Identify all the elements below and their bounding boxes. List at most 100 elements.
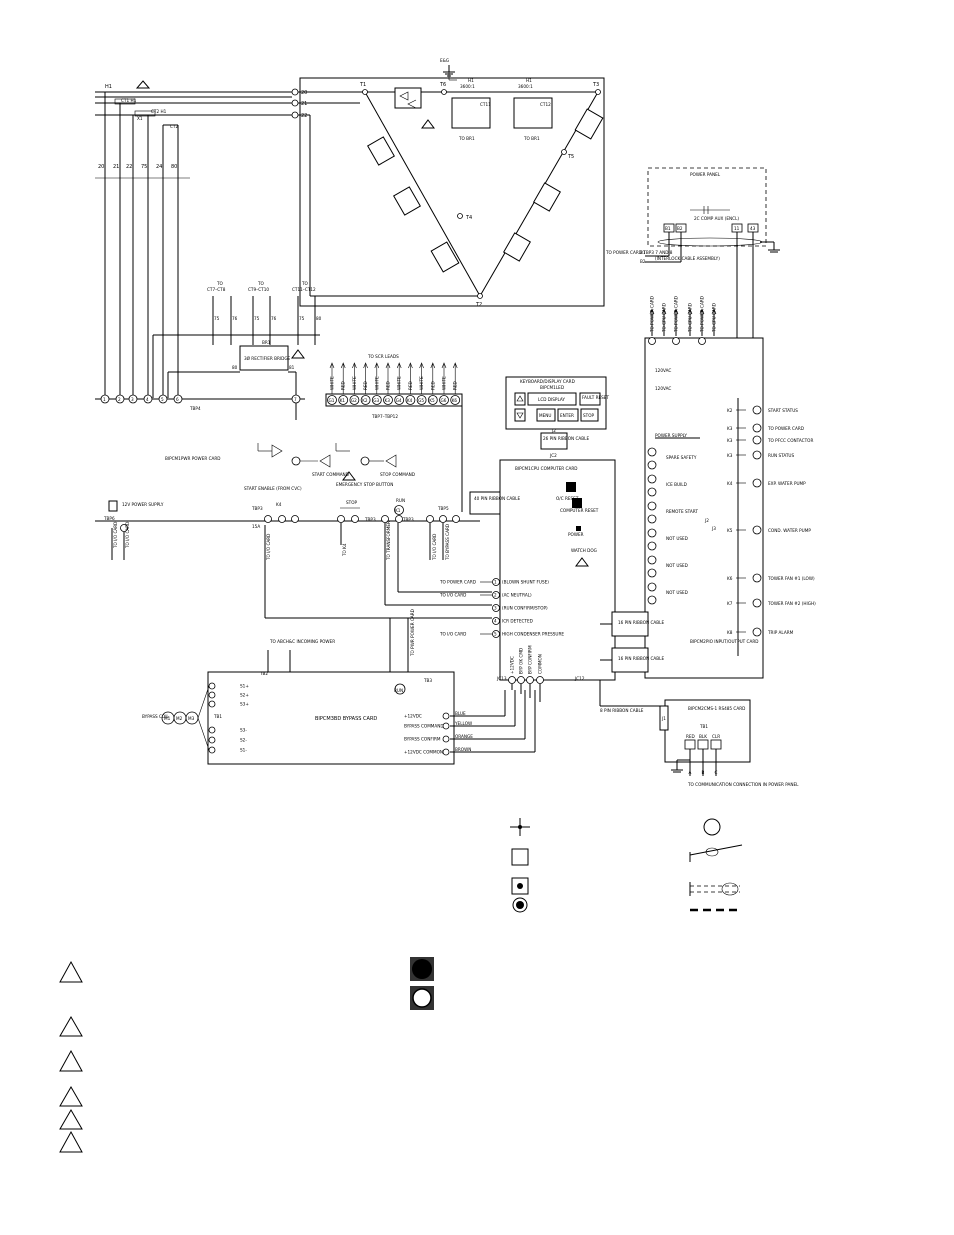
- ct-wire: 76: [232, 316, 238, 321]
- scr-wire-color: WHITE: [374, 376, 379, 390]
- power-panel-title: POWER PANEL: [690, 172, 721, 177]
- tbp4-strip: 1 2 3 4 5 6 7 TBP4: [95, 394, 305, 411]
- cpu-input-number: 5: [494, 632, 497, 637]
- bypass-s-terminal: [208, 691, 216, 699]
- io-top-terminal: [648, 337, 656, 345]
- t6-label: T6: [439, 82, 446, 88]
- io-120vac: 120VAC: [655, 368, 671, 373]
- run-label: RUN: [396, 498, 405, 503]
- cpu-input-terminal: [492, 617, 500, 625]
- start-enable-label: START ENABLE (FROM CVC): [244, 486, 302, 491]
- to-power-label: TO PWR POWER CARD: [410, 609, 415, 657]
- terminal-ring-symbol: [512, 897, 528, 913]
- panel-term: B1: [665, 226, 671, 231]
- rs485-abc-label: B: [702, 770, 705, 775]
- io-relay-label: RUN STATUS: [768, 453, 794, 458]
- fault-reset-label: FAULT RESET: [582, 395, 609, 400]
- wire-number: 20: [98, 164, 104, 170]
- term-15a: 15A: [252, 524, 260, 529]
- io-relay-label: TRIP ALARM: [767, 630, 794, 635]
- scr-terminal-label: K5: [429, 398, 435, 403]
- rs485-abc-label: A: [689, 770, 692, 775]
- wire-number: 80: [171, 164, 177, 170]
- ct-group-label: CT7–CT8: [207, 287, 226, 292]
- ct-wire: 80: [316, 316, 322, 321]
- cable40-label: 40 PIN RIBBON CABLE: [474, 496, 520, 501]
- ct11-label: CT11: [480, 102, 491, 107]
- bypass-motor-label: M1: [164, 716, 171, 721]
- scr-terminal-label: K3: [385, 398, 391, 403]
- rectifier-pos: 81: [289, 365, 295, 370]
- bypass-title: BIPCM3BD BYPASS CARD: [315, 716, 377, 722]
- scr-terminal: [383, 395, 393, 405]
- scr-terminal: [371, 395, 382, 405]
- t1-label: T1: [359, 82, 366, 88]
- tbp3-label: TBP3: [364, 517, 376, 522]
- cpu-bottom-terminal: [536, 676, 544, 684]
- wire-number: 75: [141, 164, 147, 170]
- tbp4-terminal: 5: [161, 397, 164, 402]
- fault-reset-key: [579, 392, 601, 406]
- warning-icons: [59, 960, 83, 1153]
- warning-icon: [59, 1086, 83, 1107]
- node-t6: [441, 89, 447, 95]
- jc13-label: JC13: [496, 676, 507, 681]
- scr-wire-color: RED: [408, 381, 413, 390]
- bypass-cmd-label: +12VDC COMMON: [404, 750, 443, 755]
- rs485-tb1: TB1: [699, 724, 708, 729]
- scr-terminal: [450, 395, 461, 405]
- scr-pair-3: [393, 186, 421, 216]
- rs485-term-label: RED: [686, 734, 695, 739]
- rs485-to: TO COMMUNICATION CONNECTION IN POWER PAN…: [687, 782, 799, 787]
- scr-strip-label: TBP7–TBP12: [371, 414, 398, 419]
- io-top-lead: TO CPU CARD: [688, 303, 693, 333]
- cpu-bottom-label: BYP CONFIRM: [528, 645, 533, 674]
- cpu-input-terminal: [492, 591, 500, 599]
- top-power-section: E&G H1 CT1 H1 CT2 H1 X1 CT2 20 21 22: [95, 58, 605, 419]
- connector-circle-symbol: [703, 818, 721, 836]
- to-k4-label: TO K4: [342, 543, 347, 557]
- bypass-cmd-terminal: [442, 722, 450, 730]
- io-top-lead: TO POWER CARD: [650, 296, 655, 333]
- bypass-s-label: S1-: [240, 748, 247, 753]
- rs485-abc-label: C: [715, 770, 718, 775]
- terminal-dot-symbol: [511, 877, 529, 895]
- computer-reset-label: COMPUTER RESET: [560, 508, 599, 513]
- io-relay-terminal: [752, 435, 762, 445]
- cpu-input-terminal: [492, 604, 500, 612]
- legend-symbols: [59, 818, 743, 1153]
- computer-card: BIPCM1CPU COMPUTER CARD O/C RESET COMPUT…: [439, 459, 616, 702]
- t5-label: T5: [567, 154, 574, 160]
- keyboard-title: KEYBOARD/DISPLAY CARD: [520, 379, 575, 384]
- io-input-terminal: [647, 582, 657, 592]
- lcd-display: [527, 392, 577, 406]
- cpu-input-label: HIGH CONDENSER PRESSURE: [502, 632, 564, 637]
- ct-groups: TO CT7–CT8 TO CT9–CT10 TO CT11–CT12 75 7…: [152, 281, 322, 398]
- rs485-terminal: [710, 739, 722, 750]
- watchdog-label: WATCH DOG: [571, 548, 597, 553]
- to-transformer-label: TO TRANSFORMER: [386, 521, 391, 561]
- bypass-s-label: S3+: [240, 702, 249, 707]
- scr-pair-7: [503, 232, 531, 262]
- ct12-label: CT12: [540, 102, 551, 107]
- rs485-term-label: CLR: [712, 734, 720, 739]
- oc-reset-button: [566, 482, 576, 492]
- jc12-label: JC12: [574, 676, 585, 681]
- warning-icon: [59, 1016, 83, 1037]
- ct-h1-label: H1: [468, 78, 474, 83]
- io-relay-label: TOWER FAN #1 (LOW): [767, 576, 815, 581]
- panel-term-b2: B2: [640, 259, 646, 264]
- bypass-cmd-label: BYPASS COMMAND: [404, 724, 444, 729]
- io-relay-terminal: [752, 423, 762, 433]
- rs485-terminal: [684, 739, 696, 750]
- line-terminal-label: 20: [301, 90, 307, 96]
- tb1-label: TB1: [213, 714, 222, 719]
- tbp4-terminal: 6: [176, 397, 179, 402]
- node-t2: [477, 293, 483, 299]
- io-input-terminal: [647, 555, 657, 565]
- node-t1: [362, 89, 368, 95]
- bypass-s-terminal: [208, 736, 216, 744]
- up-arrow-key: [514, 392, 526, 406]
- x1-label: X1: [137, 116, 143, 121]
